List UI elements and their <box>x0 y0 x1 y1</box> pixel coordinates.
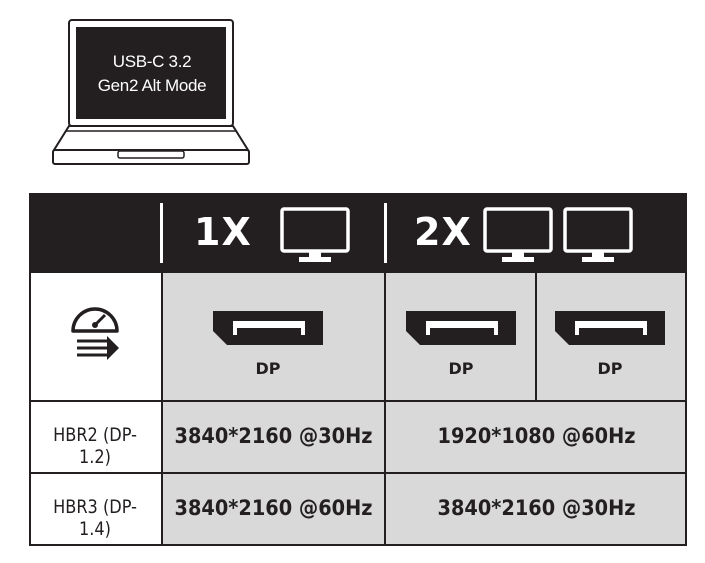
table-row-label-cell: HBR3 (DP-1.4) <box>29 474 161 544</box>
table-cell: 1920*1080 @60Hz <box>386 402 687 472</box>
screen-line-1: USB-C 3.2 <box>112 52 192 71</box>
grid-line <box>535 273 537 402</box>
resolution-table: 1X 2X <box>29 193 687 546</box>
resolution-2x: 1920*1080 @60Hz <box>437 424 636 448</box>
displayport-icon <box>213 311 323 345</box>
table-cell: 3840*2160 @30Hz <box>386 474 687 544</box>
dp-label: DP <box>255 359 281 378</box>
grid-line <box>685 273 687 546</box>
table-cell: 3840*2160 @60Hz <box>163 474 384 544</box>
port-cell-2x-a: DP <box>386 273 535 400</box>
displayport-icon <box>555 311 665 345</box>
dp-label: DP <box>597 359 623 378</box>
laptop-illustration: USB-C 3.2 Gen2 Alt Mode <box>0 0 260 175</box>
dp-label: DP <box>448 359 474 378</box>
grid-line <box>29 400 687 402</box>
header-1x: 1X <box>194 210 252 254</box>
table-row-label-cell: HBR2 (DP-1.2) <box>29 402 161 472</box>
grid-line <box>29 544 687 546</box>
monitor-icon <box>563 207 633 262</box>
header-2x: 2X <box>414 210 472 254</box>
displayport-icon <box>406 311 516 345</box>
speed-cell <box>29 273 161 400</box>
row-label: HBR2 (DP-1.2) <box>53 424 137 468</box>
monitor-icon <box>280 207 350 262</box>
header-separator <box>384 203 387 263</box>
grid-line <box>29 472 687 474</box>
resolution-2x: 3840*2160 @30Hz <box>437 496 636 520</box>
port-cell-2x-b: DP <box>537 273 687 400</box>
monitor-icon <box>483 207 553 262</box>
grid-line <box>29 273 31 546</box>
grid-line <box>161 273 163 546</box>
laptop-icon <box>52 19 250 165</box>
resolution-1x: 3840*2160 @60Hz <box>174 496 373 520</box>
laptop-screen-text: USB-C 3.2 Gen2 Alt Mode <box>80 50 224 98</box>
table-header: 1X 2X <box>29 193 687 273</box>
row-label: HBR3 (DP-1.4) <box>53 496 137 540</box>
header-separator <box>160 203 163 263</box>
resolution-1x: 3840*2160 @30Hz <box>174 424 373 448</box>
table-cell: 3840*2160 @30Hz <box>163 402 384 472</box>
port-cell-1x: DP <box>163 273 384 400</box>
screen-line-2: Gen2 Alt Mode <box>97 76 207 95</box>
speedometer-icon <box>71 307 119 360</box>
grid-line <box>384 273 386 546</box>
